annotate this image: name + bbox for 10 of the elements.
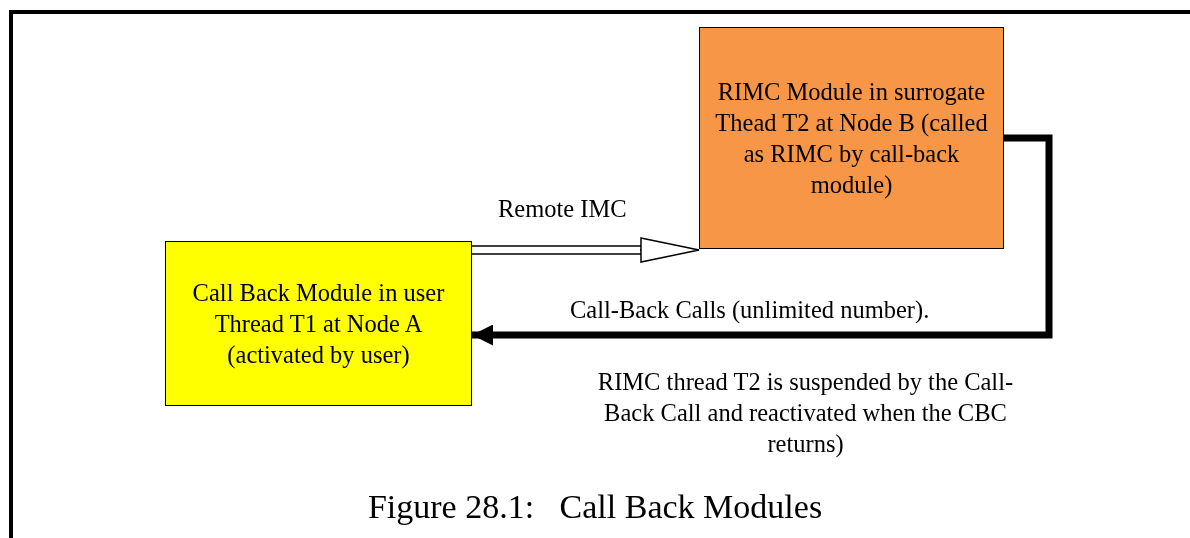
process-box bbox=[699, 27, 1004, 249]
figure-caption: Figure 28.1: Call Back Modules bbox=[366, 487, 824, 527]
hollow-arrow bbox=[471, 237, 700, 263]
edge-label: Remote IMC bbox=[498, 194, 627, 224]
edge-label: Call-Back Calls (unlimited number). bbox=[570, 295, 930, 325]
process-box bbox=[165, 241, 472, 406]
box-text: RIMC Module in surrogate Thead T2 at Node B (called as RIMC by call-back module) bbox=[714, 77, 989, 200]
box-text: Call Back Module in user Thread T1 at Node A (activated by user) bbox=[191, 278, 446, 370]
note-text: RIMC thread T2 is suspended by the Call-Back Call and reactivated when the CBC returns) bbox=[596, 367, 1015, 459]
arrow bbox=[472, 134, 1053, 346]
